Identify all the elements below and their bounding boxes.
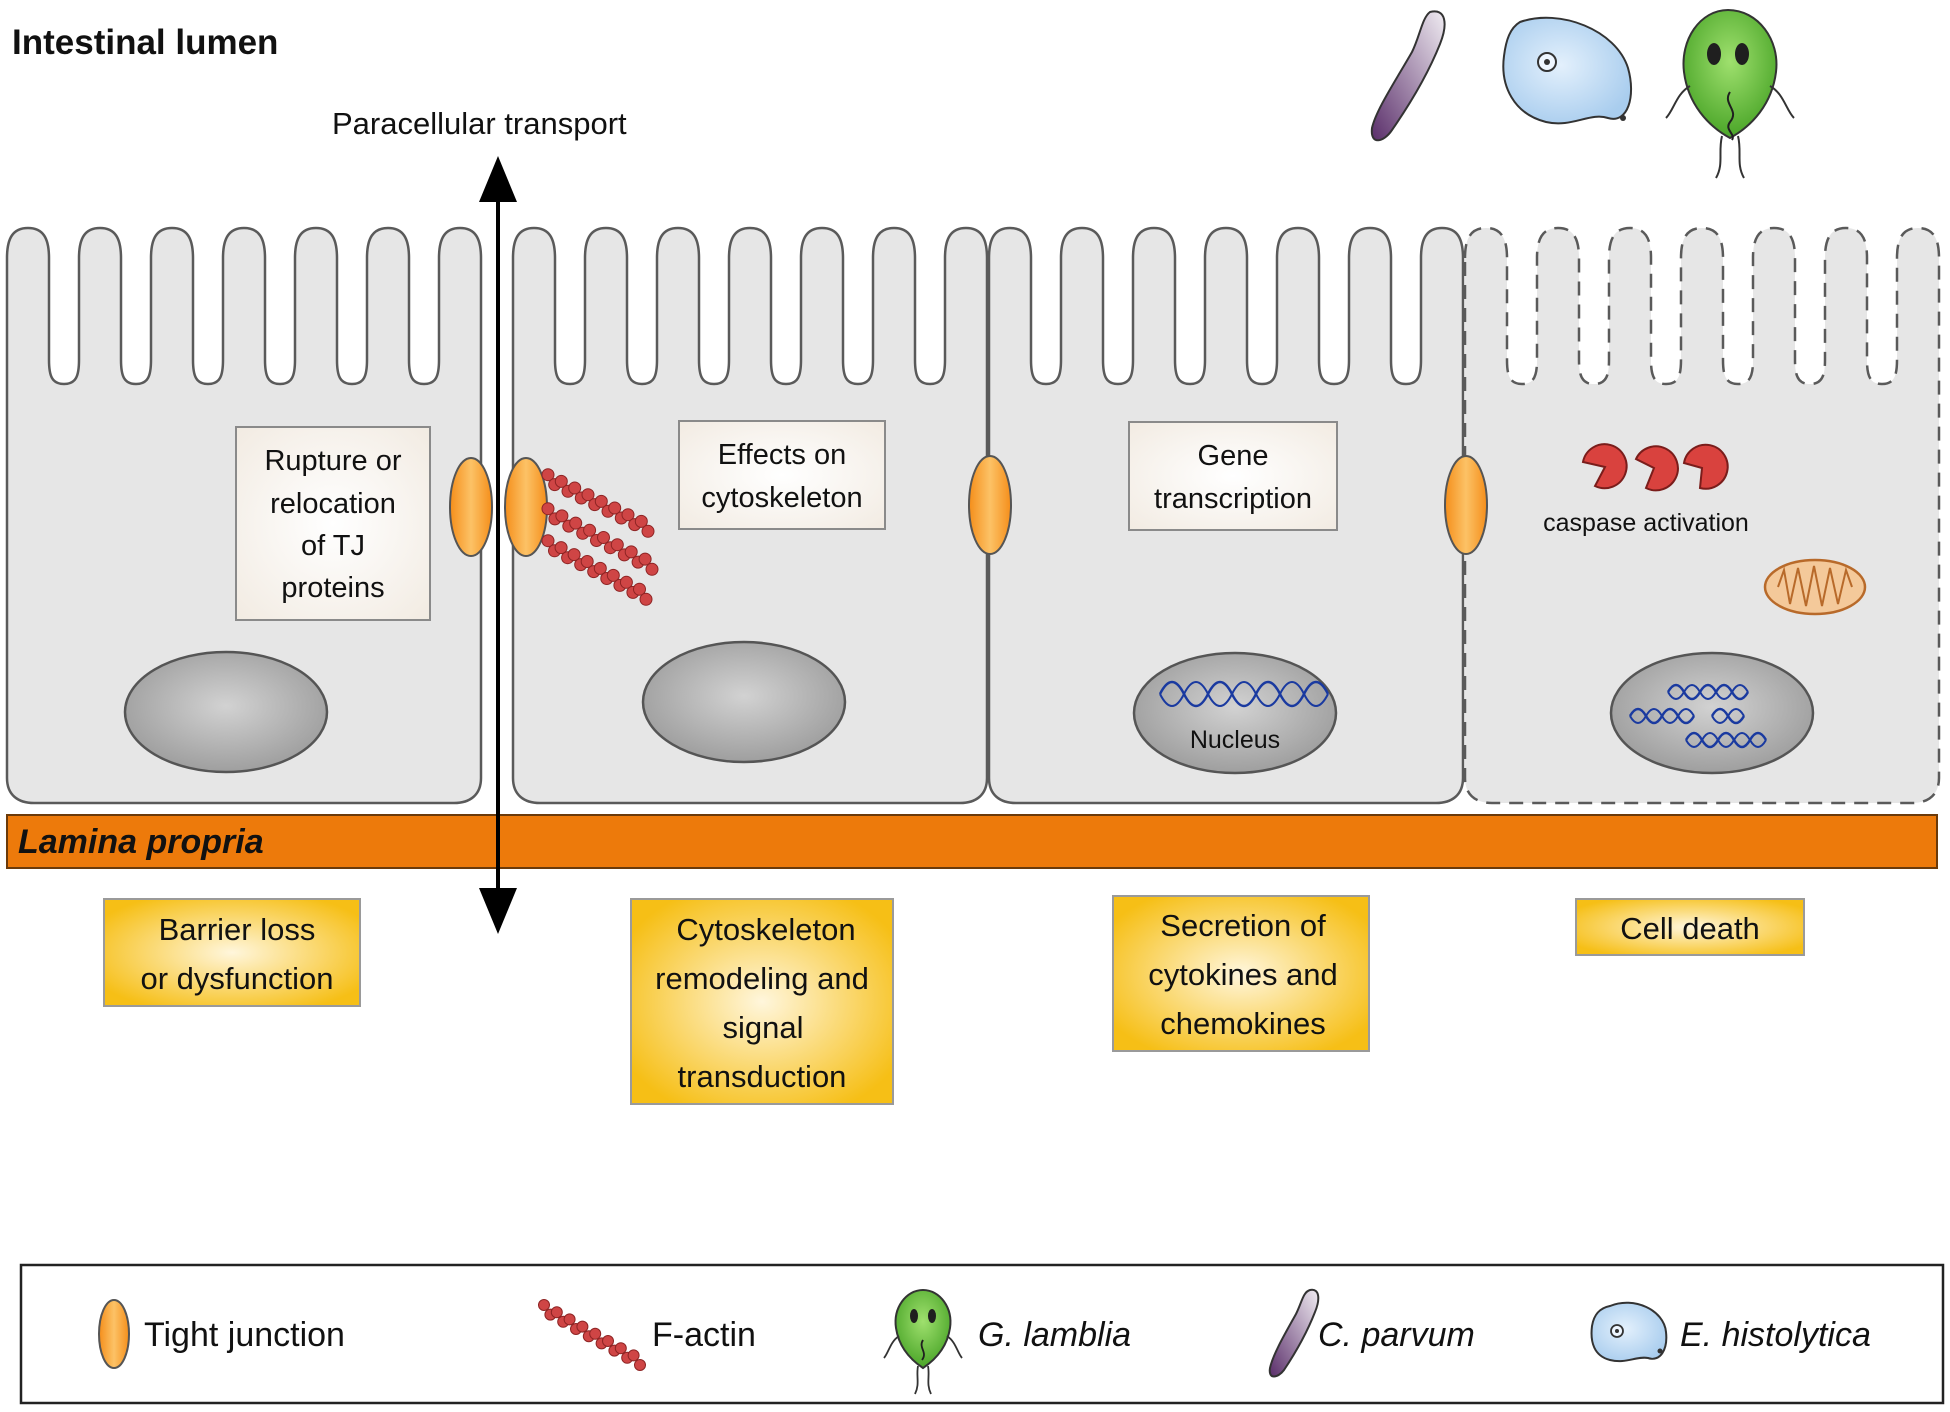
outcome-3-line-1: Secretion of bbox=[1160, 908, 1326, 943]
effect-cyto-line-1: Effects on bbox=[718, 439, 846, 471]
f-actin-bead bbox=[541, 502, 555, 516]
legend-label-entamoeba: E. histolytica bbox=[1680, 1316, 1871, 1354]
caspase-icon bbox=[1581, 443, 1729, 492]
outcome-barrier-loss: Barrier loss or dysfunction bbox=[103, 898, 361, 1007]
f-actin-filaments bbox=[541, 468, 659, 606]
nucleus-cell-1 bbox=[123, 650, 329, 774]
outcome-cell-death: Cell death bbox=[1575, 898, 1805, 956]
nucleus-cell-3 bbox=[1132, 651, 1338, 775]
f-actin-bead bbox=[569, 516, 583, 530]
f-actin-bead bbox=[608, 501, 622, 515]
entamoeba-icon bbox=[1590, 1301, 1668, 1363]
f-actin-bead bbox=[567, 548, 581, 562]
lamina-label: Lamina propria bbox=[18, 823, 264, 861]
f-actin-bead bbox=[541, 468, 555, 482]
outcome-cytoskeleton: Cytoskeleton remodeling and signal trans… bbox=[630, 898, 894, 1105]
f-actin-bead bbox=[641, 524, 655, 538]
f-actin-bead bbox=[581, 488, 595, 502]
mitochondrion-icon bbox=[1763, 558, 1867, 616]
legend-label-tight-junction: Tight junction bbox=[144, 1316, 345, 1354]
f-actin-bead bbox=[594, 494, 608, 508]
effect-gene-line-2: transcription bbox=[1154, 483, 1312, 515]
legend-label-cryptosporidium: C. parvum bbox=[1318, 1316, 1475, 1354]
tight-junction-2 bbox=[504, 457, 548, 557]
outcome-2-line-2: remodeling and bbox=[655, 961, 869, 996]
effect-tj-line-4: proteins bbox=[281, 572, 384, 604]
f-actin-bead bbox=[634, 1359, 646, 1371]
cryptosporidium-icon bbox=[1268, 1288, 1320, 1378]
paracellular-arrow bbox=[479, 156, 517, 934]
fragmented-dna-icon bbox=[1628, 683, 1768, 749]
f-actin-bead bbox=[614, 1342, 627, 1355]
outcome-2-line-1: Cytoskeleton bbox=[676, 912, 855, 947]
f-actin-bead bbox=[589, 1327, 602, 1340]
f-actin-bead bbox=[627, 1349, 640, 1362]
f-actin-bead bbox=[554, 541, 568, 555]
outcome-1-line-2: or dysfunction bbox=[141, 961, 334, 996]
nucleus-label: Nucleus bbox=[1190, 726, 1280, 754]
f-actin-bead bbox=[624, 545, 638, 559]
outcome-3-line-2: cytokines and bbox=[1148, 957, 1338, 992]
f-actin-bead bbox=[633, 582, 646, 596]
f-actin-bead bbox=[538, 1299, 550, 1311]
f-actin-bead bbox=[576, 1320, 589, 1333]
f-actin-bead bbox=[610, 538, 624, 552]
f-actin-bead bbox=[597, 531, 610, 544]
lumen-label: Intestinal lumen bbox=[12, 23, 278, 62]
tight-junction-4 bbox=[1444, 455, 1488, 555]
f-actin-bead bbox=[621, 508, 635, 522]
lamina-propria-bar bbox=[6, 814, 1938, 869]
legend: Tight junction F-actin G. lamblia C. par… bbox=[19, 1263, 1945, 1405]
cell-4-dying bbox=[1463, 226, 1941, 805]
outcome-3-line-3: chemokines bbox=[1160, 1006, 1325, 1041]
effect-tj-line-1: Rupture or bbox=[264, 445, 401, 477]
f-actin-bead bbox=[580, 555, 594, 568]
tight-junction-1 bbox=[449, 457, 493, 557]
legend-label-giardia: G. lamblia bbox=[978, 1316, 1131, 1354]
effect-tj-line-3: of TJ bbox=[301, 530, 365, 562]
effect-box-cytoskeleton: Effects on cytoskeleton bbox=[678, 420, 886, 530]
entamoeba-icon bbox=[1502, 16, 1633, 125]
f-actin-icon bbox=[538, 1299, 646, 1371]
f-actin-bead bbox=[555, 509, 569, 523]
outcome-1-line-1: Barrier loss bbox=[159, 912, 316, 947]
tight-junction-icon bbox=[98, 1299, 130, 1369]
f-actin-bead bbox=[619, 575, 633, 589]
f-actin-bead bbox=[568, 481, 582, 495]
outcome-secretion: Secretion of cytokines and chemokines bbox=[1112, 895, 1370, 1052]
f-actin-bead bbox=[541, 534, 555, 548]
effect-box-tj: Rupture or relocation of TJ proteins bbox=[235, 426, 431, 621]
outcome-2-line-4: transduction bbox=[678, 1059, 847, 1094]
f-actin-bead bbox=[602, 1335, 614, 1347]
effect-tj-line-2: relocation bbox=[270, 488, 396, 520]
f-actin-bead bbox=[583, 523, 597, 537]
transport-label: Paracellular transport bbox=[332, 106, 627, 141]
tight-junction-3 bbox=[968, 455, 1012, 555]
legend-label-f-actin: F-actin bbox=[652, 1316, 756, 1354]
nucleus-cell-4 bbox=[1609, 651, 1815, 775]
caspase-label: caspase activation bbox=[1543, 509, 1749, 537]
f-actin-bead bbox=[606, 568, 620, 582]
effect-gene-line-1: Gene bbox=[1198, 440, 1269, 472]
f-actin-bead bbox=[593, 561, 607, 575]
giardia-icon bbox=[1665, 8, 1795, 179]
f-actin-bead bbox=[634, 514, 648, 528]
f-actin-bead bbox=[638, 552, 652, 566]
outcome-2-line-3: signal bbox=[723, 1010, 804, 1045]
dna-icon bbox=[1158, 680, 1330, 708]
outcome-4-line-1: Cell death bbox=[1620, 911, 1760, 946]
effect-box-gene: Gene transcription bbox=[1128, 421, 1338, 531]
giardia-icon bbox=[883, 1288, 963, 1395]
f-actin-bead bbox=[550, 1306, 563, 1319]
f-actin-bead bbox=[563, 1313, 576, 1326]
nucleus-cell-2 bbox=[641, 640, 847, 764]
f-actin-bead bbox=[645, 562, 659, 576]
effect-cyto-line-2: cytoskeleton bbox=[701, 482, 862, 514]
cryptosporidium-icon bbox=[1370, 10, 1446, 142]
f-actin-bead bbox=[639, 592, 653, 606]
f-actin-bead bbox=[554, 474, 568, 488]
